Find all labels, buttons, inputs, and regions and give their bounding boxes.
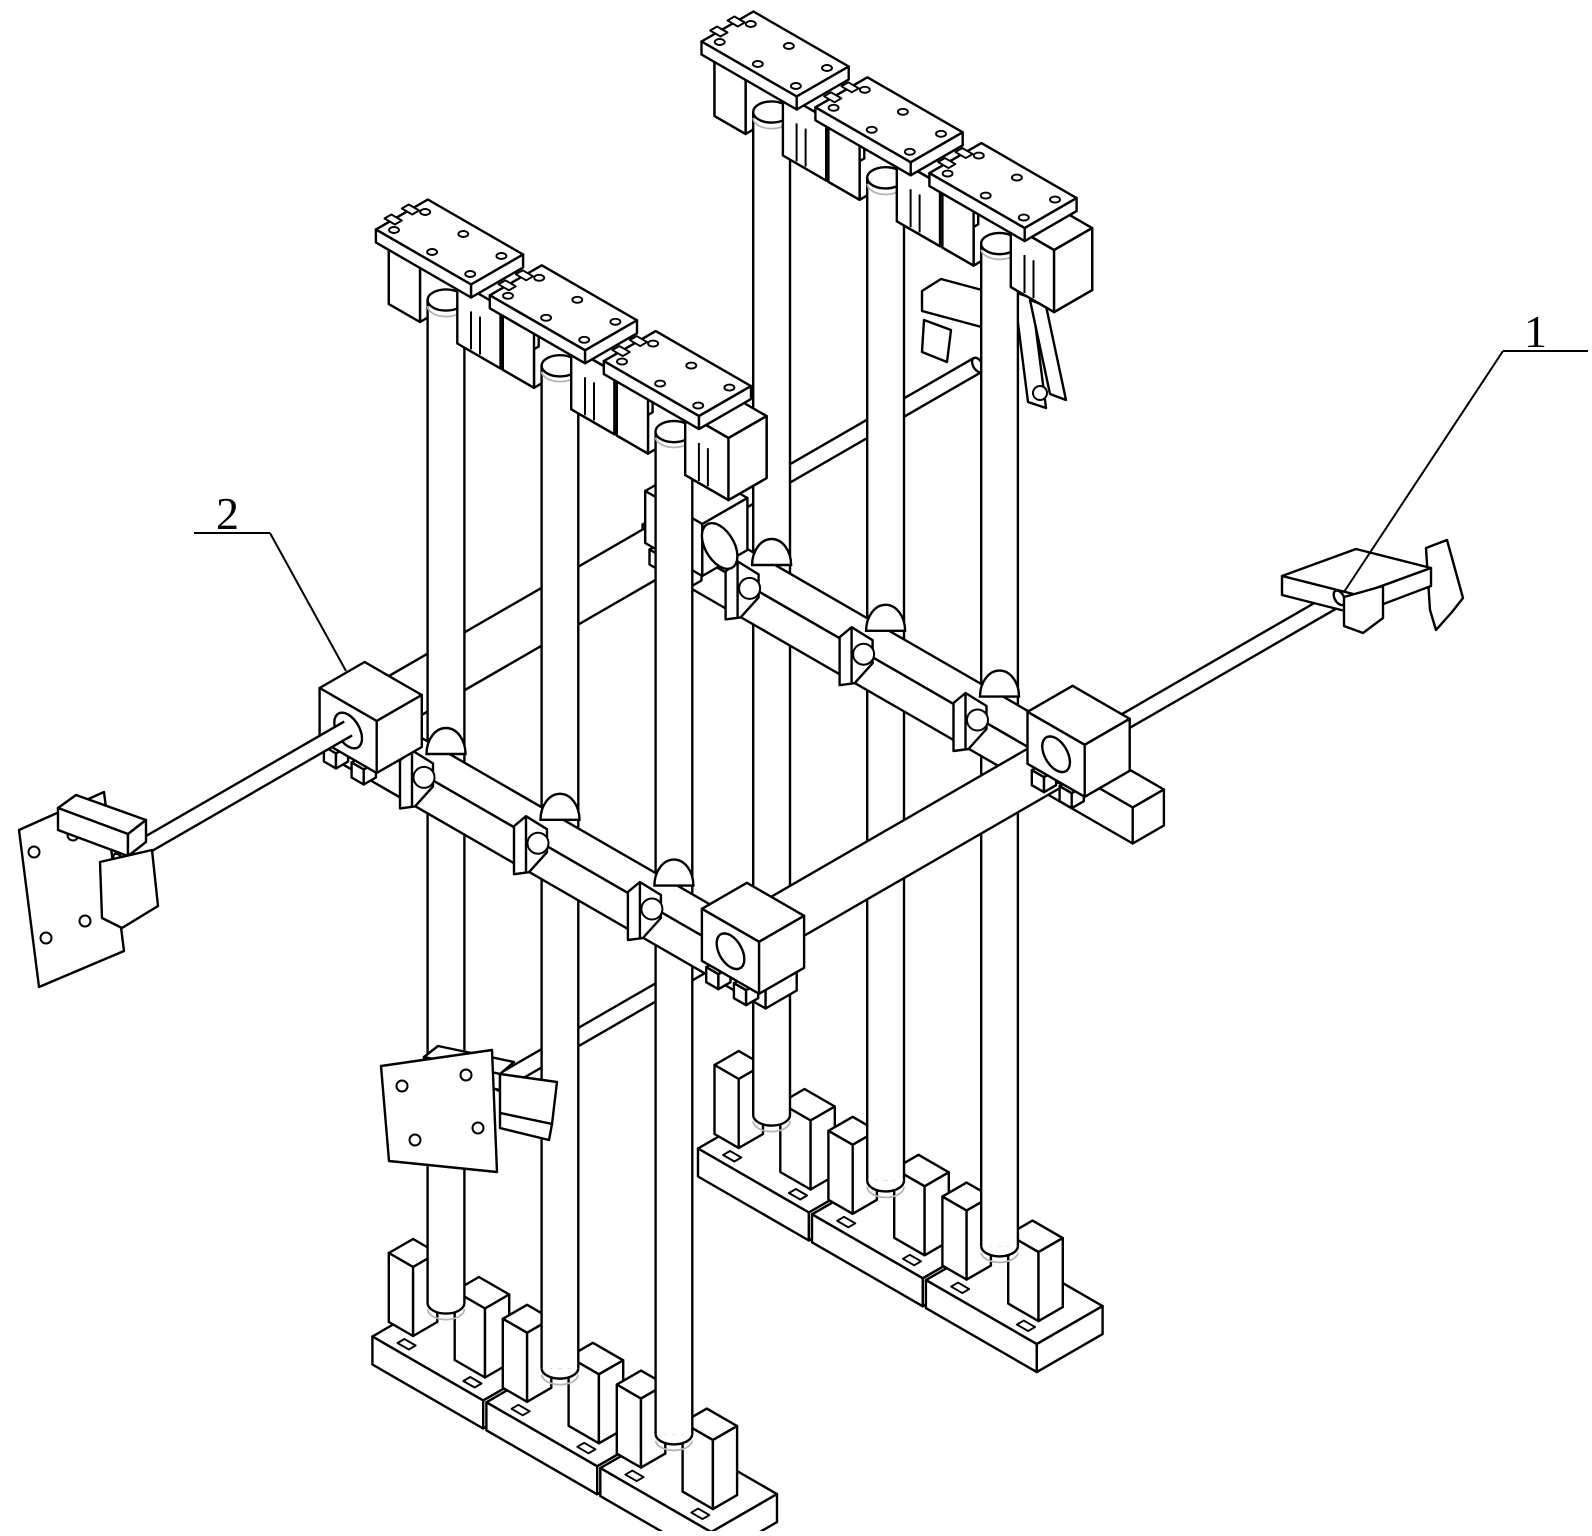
svg-text:2: 2 [216, 488, 239, 539]
svg-text:1: 1 [1524, 306, 1547, 357]
